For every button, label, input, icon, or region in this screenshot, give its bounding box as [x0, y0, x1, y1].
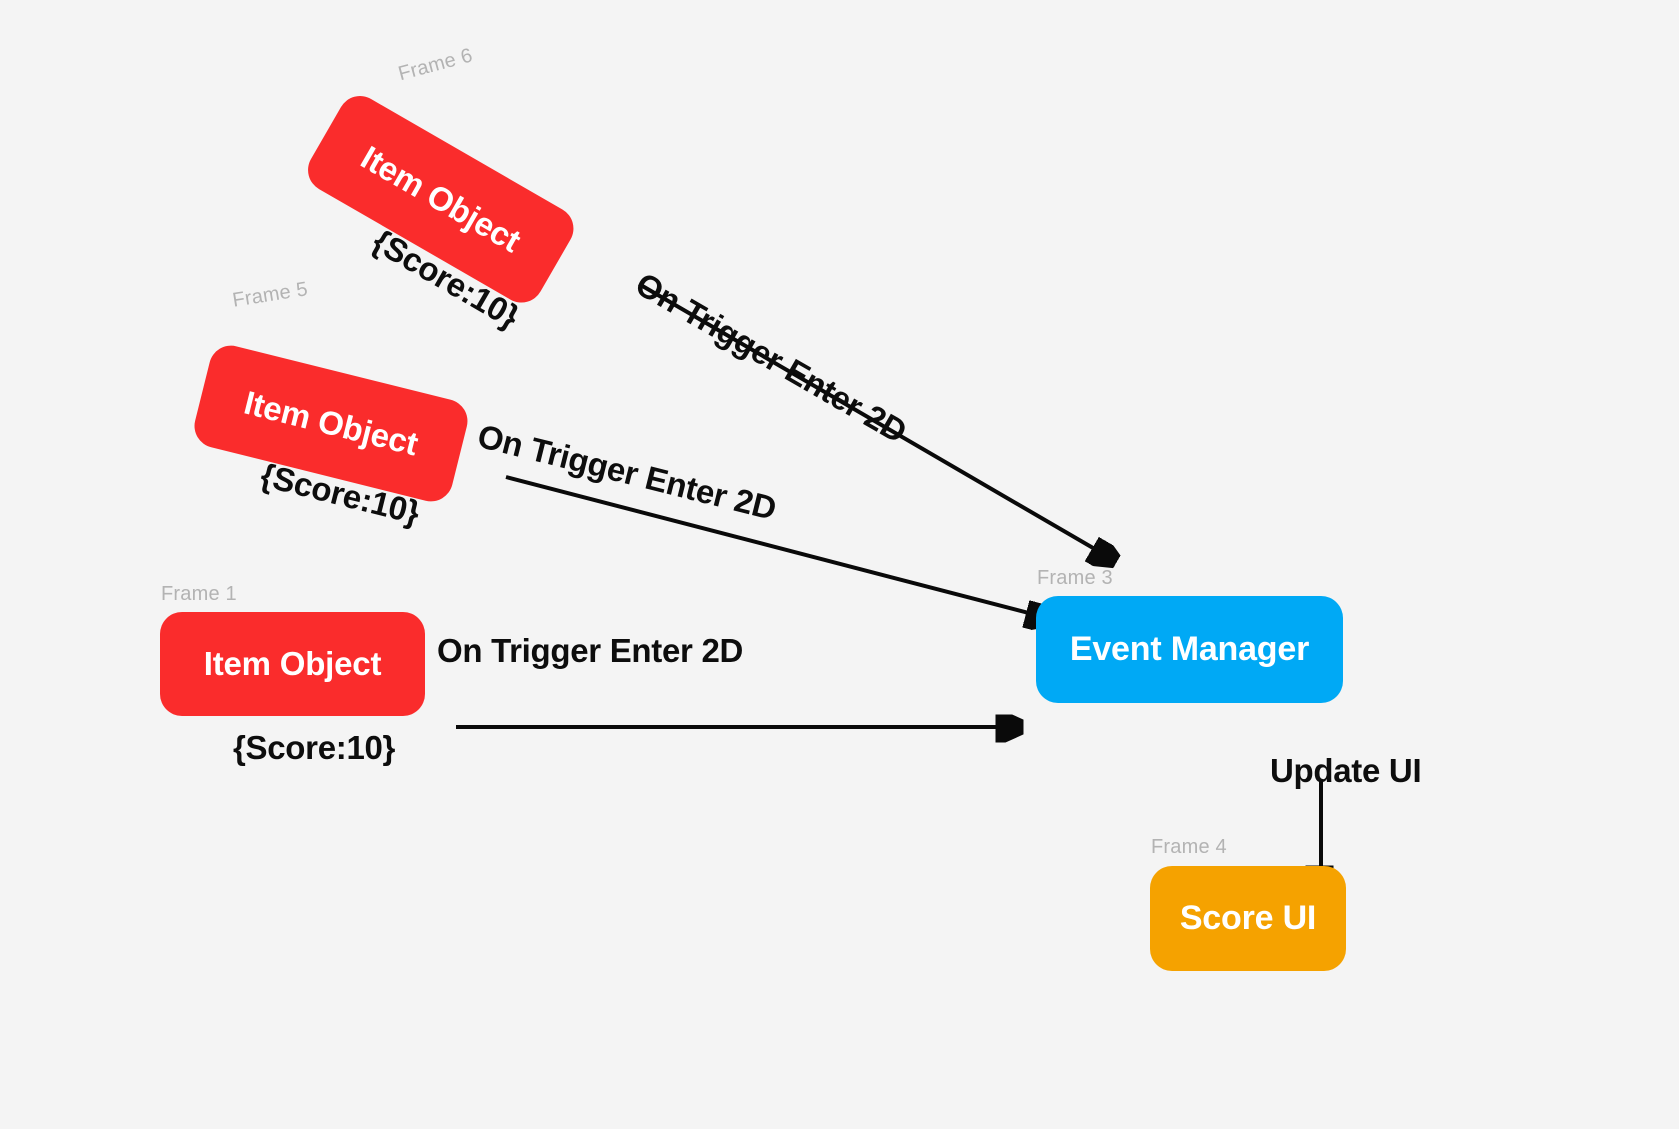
node-score-ui[interactable]: Score UI: [1150, 866, 1346, 971]
node-title: Item Object: [203, 645, 382, 682]
edge-label-trigger-frame1: On Trigger Enter 2D: [437, 632, 744, 669]
node-event-manager[interactable]: Event Manager: [1036, 596, 1343, 703]
node-title: Item Object: [240, 383, 422, 463]
edge-label-update-ui: Update UI: [1270, 752, 1422, 789]
node-item-object-frame1[interactable]: Item Object: [160, 612, 425, 716]
score-tag-frame1: {Score:10}: [233, 729, 396, 766]
frame-label-frame5: Frame 5: [231, 278, 310, 312]
node-title: Event Manager: [1069, 630, 1310, 668]
frame-label-frame4: Frame 4: [1151, 836, 1227, 858]
edge-label-trigger-frame6: On Trigger Enter 2D: [629, 265, 914, 451]
node-title: Score UI: [1179, 899, 1317, 937]
edge-label-trigger-frame5: On Trigger Enter 2D: [474, 417, 780, 527]
frame-label-frame6: Frame 6: [396, 44, 475, 86]
frame-label-frame3: Frame 3: [1037, 567, 1113, 589]
frame-label-frame1: Frame 1: [161, 583, 237, 605]
